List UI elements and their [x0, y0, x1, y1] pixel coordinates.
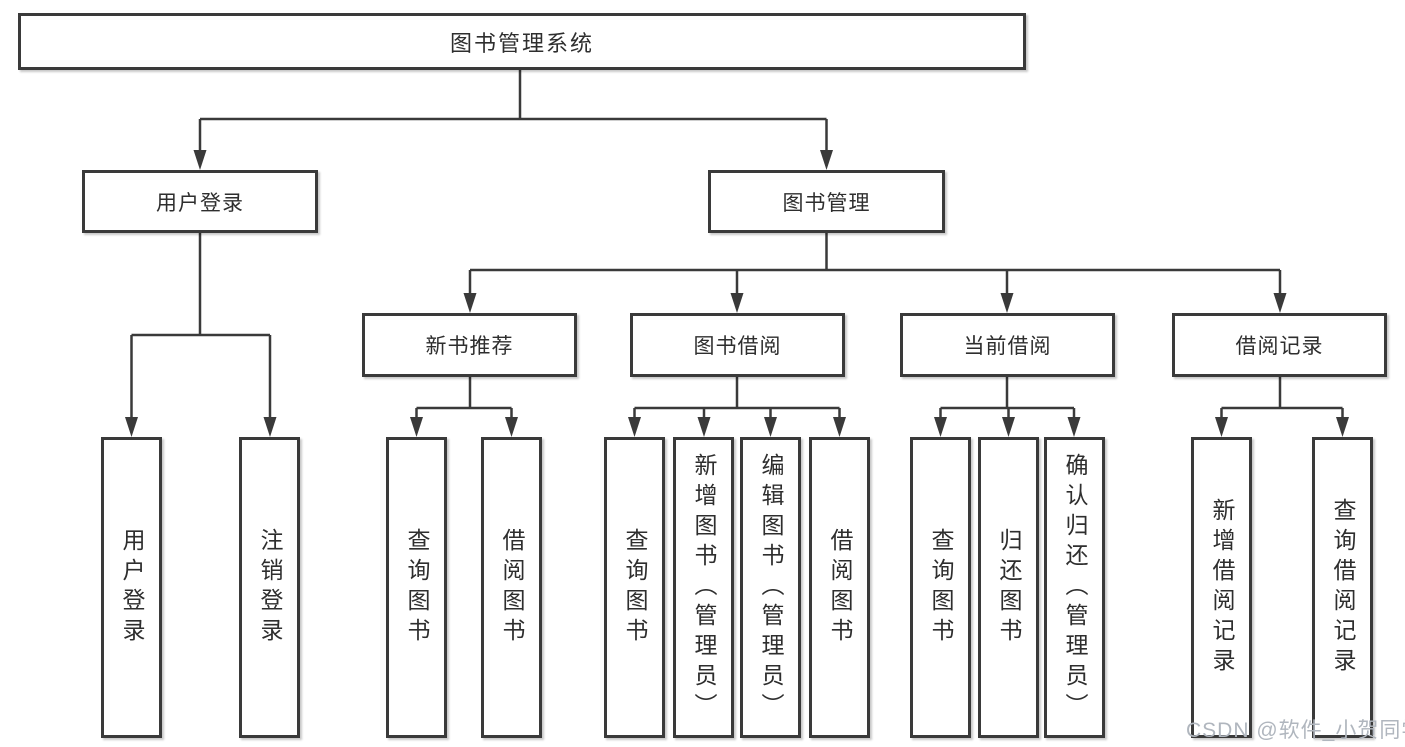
- node-current-borrowing: 当前借阅: [900, 313, 1115, 377]
- leaf-add-borrow-record: 新增借阅记录: [1191, 437, 1252, 738]
- arrowhead: [505, 417, 518, 437]
- leaf-user-login: 用户登录: [101, 437, 162, 738]
- connector-root-to-level2: [193, 70, 833, 170]
- arrowhead: [463, 293, 477, 313]
- connector-book-borrow-to-leaves: [628, 377, 846, 437]
- node-book-borrowing: 图书借阅: [630, 313, 845, 377]
- watermark: CSDN @软件_小贺同学: [1186, 719, 1405, 742]
- leaf-logout: 注销登录: [239, 437, 300, 738]
- arrowhead: [125, 417, 138, 437]
- node-borrowing-records: 借阅记录: [1172, 313, 1387, 377]
- leaf-borrow-books-recommend: 借阅图书: [481, 437, 542, 738]
- connector-current-borrow-to-leaves: [934, 377, 1081, 437]
- node-user-login: 用户登录: [82, 170, 318, 233]
- leaf-query-books-recommend: 查询图书: [386, 437, 447, 738]
- connector-borrow-records-to-leaves: [1215, 377, 1349, 437]
- leaf-borrow-books: 借阅图书: [809, 437, 870, 738]
- node-new-book-recommendation: 新书推荐: [362, 313, 577, 377]
- arrowhead: [697, 417, 711, 437]
- arrowhead: [730, 293, 744, 313]
- leaf-add-books-admin: 新增图书（管理员）: [673, 437, 734, 738]
- arrowhead: [764, 417, 777, 437]
- leaf-query-books-borrow: 查询图书: [604, 437, 665, 738]
- arrowhead: [410, 417, 423, 437]
- arrowhead: [934, 417, 947, 437]
- node-library-management-system: 图书管理系统: [18, 13, 1026, 70]
- leaf-edit-books-admin: 编辑图书（管理员）: [740, 437, 801, 738]
- connector-new-book-to-leaves: [410, 377, 518, 437]
- connector-user-login-to-leaves: [125, 233, 277, 437]
- node-book-management: 图书管理: [708, 170, 945, 233]
- arrowhead: [833, 417, 846, 437]
- leaf-confirm-return-admin: 确认归还（管理员）: [1044, 437, 1105, 738]
- arrowhead: [1215, 417, 1228, 437]
- arrowhead: [1067, 417, 1081, 437]
- arrowhead: [1000, 293, 1014, 313]
- leaf-query-books-current: 查询图书: [910, 437, 971, 738]
- leaf-query-borrow-record: 查询借阅记录: [1312, 437, 1373, 738]
- arrowhead: [1336, 417, 1349, 437]
- connector-book-management-to-level3: [463, 233, 1287, 313]
- arrowhead: [820, 150, 833, 170]
- arrowhead: [1273, 293, 1287, 313]
- arrowhead: [263, 417, 277, 437]
- leaf-return-books: 归还图书: [978, 437, 1039, 738]
- arrowhead: [193, 150, 207, 170]
- arrowhead: [1002, 417, 1015, 437]
- arrowhead: [628, 417, 641, 437]
